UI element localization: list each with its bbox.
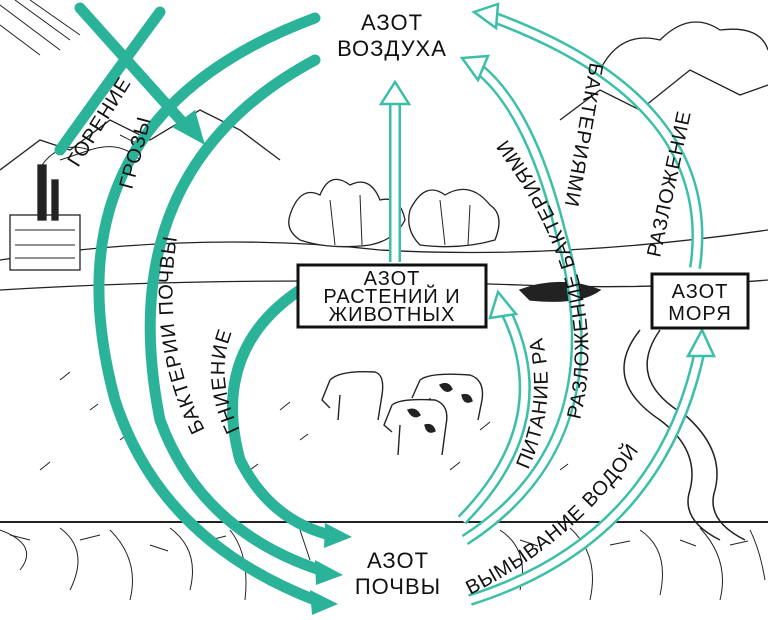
arrowhead-up-to-air: [378, 79, 412, 106]
outline-arrows: [389, 10, 706, 606]
arrowhead-sea-decomp: [471, 2, 500, 31]
sea-label-line1: АЗОТ: [672, 281, 729, 303]
sea-label-line2: МОРЯ: [668, 303, 732, 325]
sea-box: [650, 272, 750, 330]
arrow-burning: [54, 6, 166, 156]
air-label-line2: ВОЗДУХА: [337, 36, 447, 61]
soil-label-line1: АЗОТ: [367, 548, 429, 573]
air-label-line1: АЗОТ: [361, 10, 423, 35]
cows-illustration: [321, 370, 484, 456]
arrowhead-outer: [310, 590, 338, 615]
arrowhead-inner: [315, 560, 343, 585]
solid-arrows: [54, 2, 336, 606]
soil-bacteria-label: БАКТЕРИИ ПОЧВЫ: [155, 234, 209, 437]
outline-arrowheads: [378, 2, 716, 358]
arrow-fixation-outer: [93, 12, 321, 606]
arrowhead-decomp: [459, 54, 490, 83]
arrowhead-nutrition: [488, 289, 519, 320]
organisms-label-line1: АЗОТ: [364, 268, 421, 290]
sea-decomposition-label-line2: БАКТЕРИЯМИ: [560, 61, 607, 209]
soil-label-line2: ПОЧВЫ: [355, 574, 441, 599]
solid-arrowheads: [172, 110, 352, 615]
arrow-fixation-inner: [144, 54, 326, 576]
arrowhead-storms: [172, 110, 205, 145]
arrow-rotting: [227, 284, 336, 541]
organisms-label-line3: ЖИВОТНЫХ: [329, 304, 456, 326]
organisms-label-line2: РАСТЕНИЙ И: [323, 284, 460, 308]
organisms-box: [296, 263, 488, 329]
landscape-illustration: [0, 0, 768, 601]
arrowhead-rotting: [324, 523, 352, 548]
arrowhead-leaching: [685, 327, 716, 358]
